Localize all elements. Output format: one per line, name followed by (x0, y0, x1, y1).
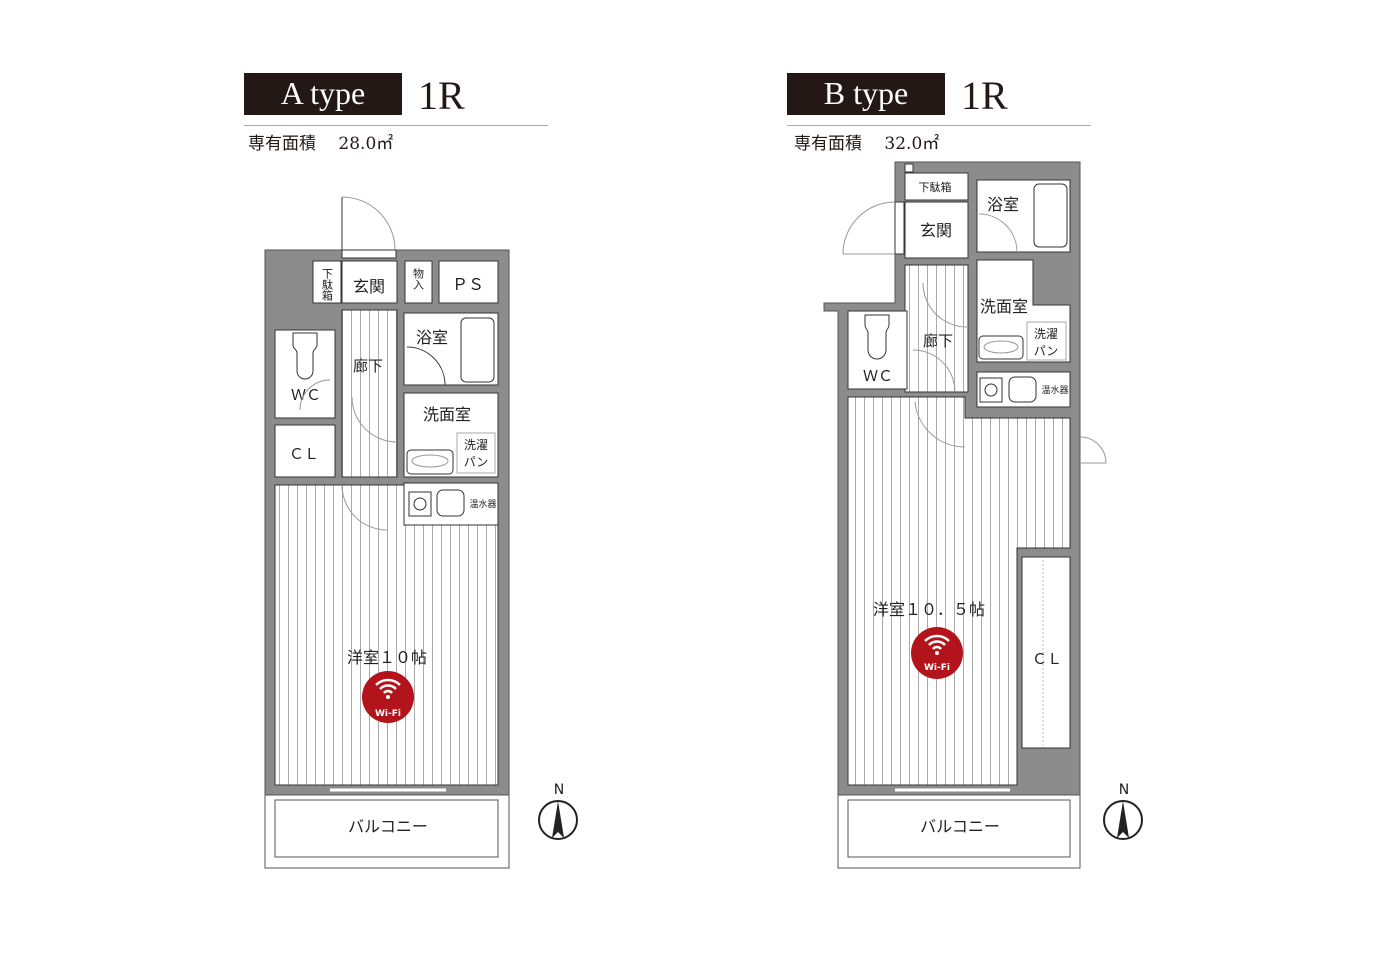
plan-b-type-label: B type (787, 73, 945, 115)
plan-b-area: 専有面積 32.0㎡ (794, 129, 939, 154)
toilet-icon (292, 332, 318, 380)
hall (341, 309, 398, 478)
sink-icon (978, 335, 1024, 360)
label-laundry-pan-1: 洗濯 (1034, 327, 1058, 341)
label-storage: 物入 (412, 267, 425, 290)
wifi-badge: Wi-Fi (362, 671, 414, 723)
storage (404, 260, 433, 304)
sink-icon (406, 449, 454, 475)
wifi-label: Wi-Fi (924, 663, 950, 673)
label-ps: ＰＳ (452, 275, 484, 294)
label-laundry-pan-2: パン (464, 455, 489, 469)
label-wc: ＷＣ (291, 386, 321, 404)
area-value: 28.0㎡ (338, 134, 394, 154)
area-label: 専有面積 (794, 134, 862, 154)
stove-icon (408, 491, 432, 517)
entrance (341, 260, 398, 304)
shoe-box (904, 172, 969, 201)
label-laundry-pan-1: 洗濯 (464, 438, 488, 452)
label-main-room: 洋室１０帖 (347, 648, 427, 667)
compass-n: N (554, 782, 564, 798)
label-water-heater: 温水器 (469, 498, 496, 510)
plan-a-type-label: A type (244, 73, 402, 115)
plan-a-divider (244, 125, 548, 126)
label-washroom: 洗面室 (423, 405, 471, 424)
closet (274, 424, 336, 478)
label-shoe-box: 下駄箱 (321, 268, 334, 302)
label-wc: ＷＣ (863, 367, 893, 385)
main-room (847, 396, 1071, 786)
label-hall: 廊下 (923, 332, 953, 350)
plan-b: 下駄箱 玄関 浴室 廊下 洗面室 洗濯 パン ＷＣ 温水器 (823, 161, 1143, 869)
label-bath: 浴室 (987, 195, 1019, 214)
shoe-box (312, 260, 342, 304)
bathtub-icon (1033, 183, 1068, 248)
plan-a-area: 専有面積 28.0㎡ (248, 129, 393, 154)
stove-icon (979, 377, 1003, 403)
label-laundry-pan-2: パン (1034, 344, 1059, 358)
plan-b-divider (787, 125, 1091, 126)
plan-b-layout: 1R (961, 73, 1008, 118)
label-hall: 廊下 (353, 357, 383, 375)
label-shoe-box: 下駄箱 (919, 180, 952, 194)
closet (1021, 556, 1071, 749)
compass-icon: N (538, 782, 578, 840)
compass-n: N (1119, 782, 1129, 798)
plan-a: 下駄箱 玄関 物入 ＰＳ 廊下 ＷＣ ＣＬ 浴室 洗面室 洗濯 パン 温水器 (264, 196, 578, 869)
label-entrance: 玄関 (920, 221, 952, 240)
hall (904, 264, 969, 393)
label-bath: 浴室 (416, 328, 448, 347)
compass-icon: N (1103, 782, 1143, 840)
main-room (274, 484, 499, 786)
entrance-door (842, 201, 905, 255)
laundry-pan (456, 432, 496, 474)
wifi-label: Wi-Fi (375, 709, 401, 719)
plan-a-layout: 1R (418, 73, 465, 118)
laundry-pan (1026, 321, 1067, 361)
label-entrance: 玄関 (353, 277, 385, 296)
area-value: 32.0㎡ (884, 134, 940, 154)
label-closet: ＣＬ (289, 445, 319, 463)
label-balcony: バルコニー (920, 817, 1000, 836)
label-main-room: 洋室１０．５帖 (873, 600, 985, 619)
pipe-space (438, 260, 499, 304)
bathtub-icon (460, 317, 495, 383)
kitchen-sink-icon (436, 489, 465, 517)
toilet-icon (864, 314, 890, 360)
label-closet: ＣＬ (1032, 650, 1062, 668)
label-washroom: 洗面室 (980, 297, 1028, 316)
entrance-door (341, 196, 397, 259)
label-water-heater: 温水器 (1041, 384, 1068, 396)
kitchen-sink-icon (1008, 376, 1037, 403)
entrance (904, 201, 969, 259)
label-balcony: バルコニー (348, 817, 428, 836)
wifi-badge: Wi-Fi (911, 627, 963, 679)
area-label: 専有面積 (248, 134, 316, 154)
